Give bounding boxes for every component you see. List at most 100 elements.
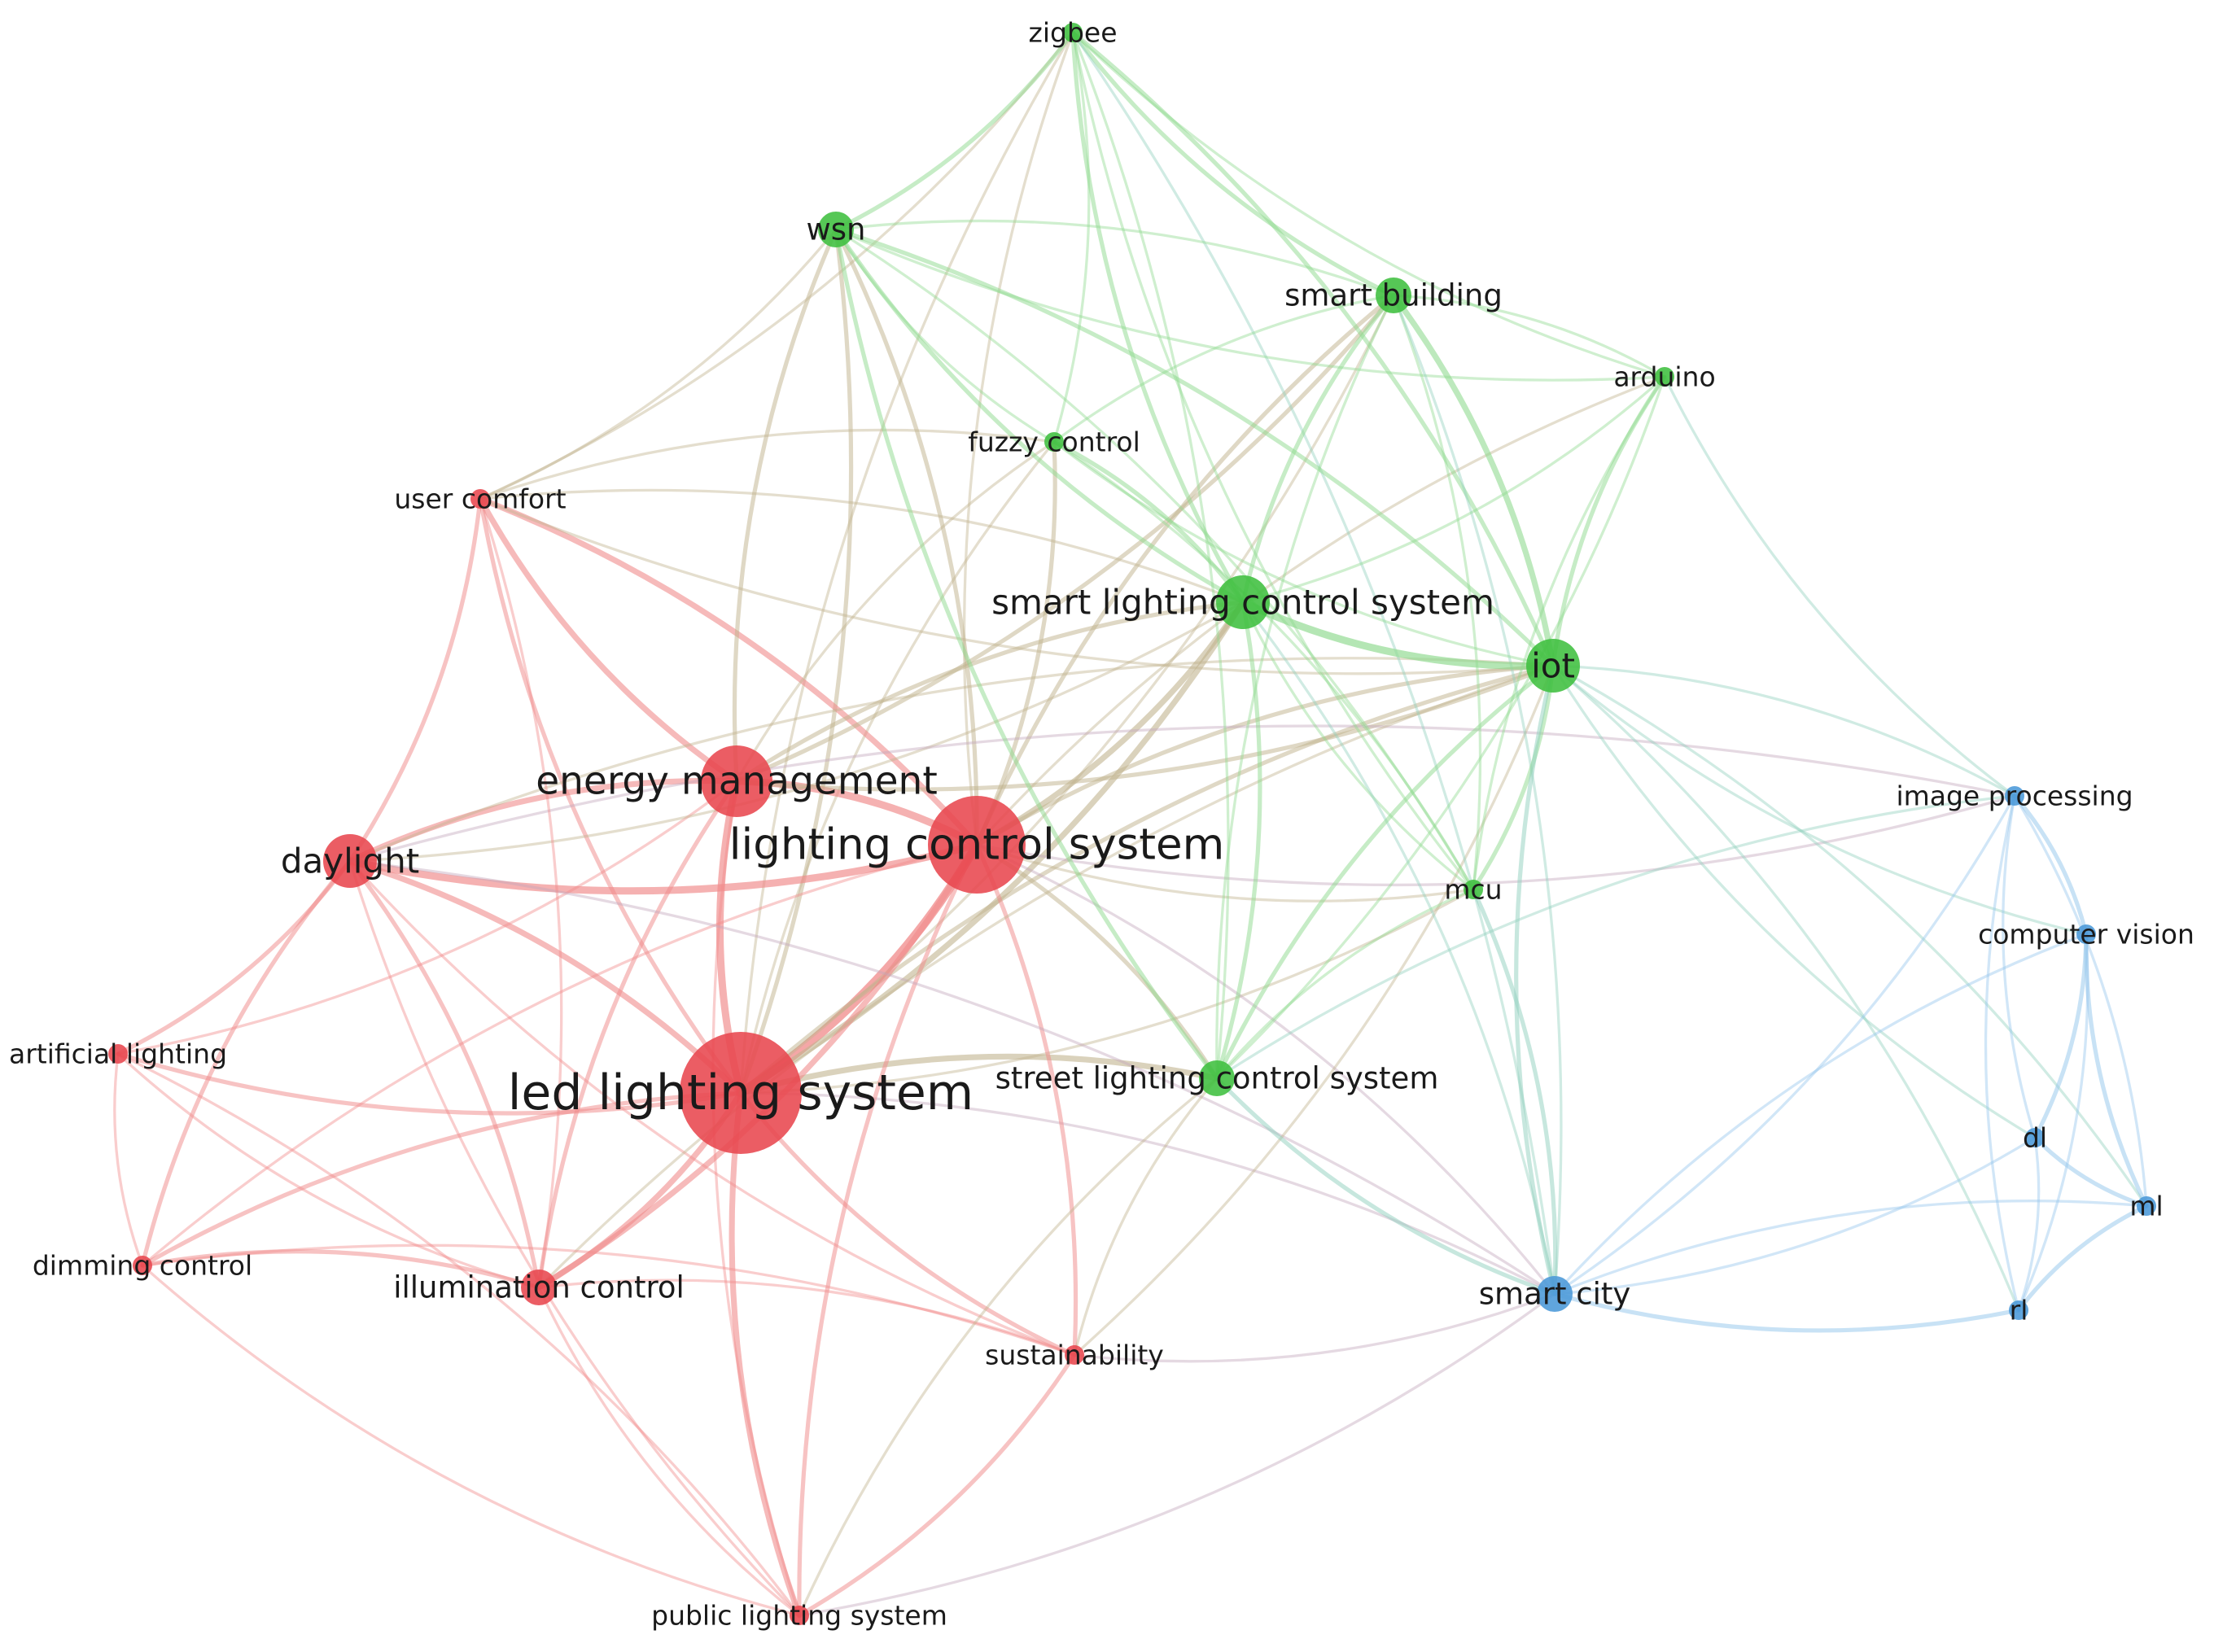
node-label-image-processing: image processing [1896, 780, 2133, 812]
edge-led_lighting_system-smart_building [739, 294, 1395, 1095]
node-rl[interactable] [2009, 1300, 2028, 1320]
node-iot[interactable] [1526, 639, 1580, 693]
node-artificial-lighting[interactable] [108, 1044, 128, 1064]
edge-wsn-smart_building [834, 219, 1395, 297]
edge-lighting_control_system-mcu [975, 843, 1475, 902]
node-street-lighting-control-system[interactable] [1199, 1060, 1235, 1096]
edge-user_comfort-zigbee [479, 31, 1074, 500]
node-zigbee[interactable] [1063, 23, 1083, 42]
nodes-layer [108, 23, 2156, 1625]
node-smart-building[interactable] [1376, 278, 1411, 313]
edge-smart_city-ml [1553, 1200, 2148, 1296]
edge-user_comfort-wsn [479, 228, 838, 500]
edge-daylight-dimming_control [140, 859, 352, 1268]
node-image-processing[interactable] [2005, 786, 2024, 806]
node-sustainability[interactable] [1065, 1345, 1084, 1365]
node-energy-management[interactable] [701, 745, 772, 817]
edge-smart_lighting_control_system-smart_city [1241, 601, 1556, 1296]
edge-led_lighting_system-artificial_lighting [116, 1051, 743, 1116]
edge-arduino-mcu [1472, 375, 1666, 891]
edge-daylight-smart_lighting_control_system [348, 601, 1245, 863]
edge-arduino-street_lighting_control_system [1215, 375, 1666, 1080]
edge-lighting_control_system-arduino [975, 375, 1666, 846]
edge-zigbee-fuzzy_control [1052, 31, 1091, 444]
node-lighting-control-system[interactable] [928, 796, 1026, 894]
edge-zigbee-iot [1070, 30, 1555, 668]
node-fuzzy-control[interactable] [1044, 432, 1064, 452]
node-public-lighting-system[interactable] [790, 1606, 809, 1625]
node-daylight[interactable] [323, 834, 377, 888]
node-label-smart-lighting-control-system: smart lighting control system [991, 583, 1494, 623]
node-label-rl: rl [2010, 1295, 2028, 1326]
edge-dl-rl [2017, 1136, 2041, 1312]
edge-public_lighting_system-smart_city [798, 1292, 1556, 1617]
node-label-illumination-control: illumination control [393, 1270, 685, 1305]
edge-led_lighting_system-public_lighting_system [729, 1090, 803, 1619]
edge-led_lighting_system-dimming_control [140, 1090, 743, 1268]
edge-iot-ml [1551, 664, 2148, 1208]
edge-iot-smart_city [1514, 663, 1557, 1296]
edge-wsn-street_lighting_control_system [834, 227, 1219, 1081]
edge-illumination_control-artificial_lighting [116, 1052, 540, 1289]
edge-fuzzy_control-smart_lighting_control_system [1052, 439, 1245, 605]
edge-daylight-smart_city [348, 859, 1556, 1296]
edge-zigbee-arduino [1071, 31, 1666, 378]
edge-led_lighting_system-mcu [739, 888, 1475, 1095]
edge-mcu-street_lighting_control_system [1215, 888, 1475, 1080]
node-label-sustainability: sustainability [985, 1340, 1164, 1371]
node-smart-city[interactable] [1537, 1276, 1573, 1312]
edge-illumination_control-iot [537, 664, 1555, 1289]
edge-lighting_control_system-street_lighting_control_system [974, 842, 1219, 1081]
node-led-lighting-system[interactable] [680, 1032, 802, 1154]
edge-energy_management-artificial_lighting [116, 780, 738, 1055]
edge-public_lighting_system-street_lighting_control_system [798, 1077, 1219, 1617]
node-label-zigbee: zigbee [1029, 17, 1118, 49]
edge-led_lighting_system-sustainability [738, 1090, 1077, 1357]
edge-street_lighting_control_system-image_processing [1215, 794, 2016, 1080]
edge-energy_management-illumination_control [536, 779, 739, 1290]
edge-iot-image_processing [1551, 664, 2016, 798]
edge-energy_management-smart_lighting_control_system [734, 600, 1245, 784]
node-wsn[interactable] [818, 212, 854, 247]
node-label-arduino: arduino [1613, 361, 1715, 393]
node-smart-lighting-control-system[interactable] [1216, 575, 1270, 629]
edge-iot-computer_vision [1551, 664, 2088, 936]
edge-lighting_control_system-dimming_control [141, 843, 978, 1267]
node-illumination-control[interactable] [521, 1270, 557, 1305]
edge-daylight-sustainability [348, 859, 1076, 1357]
edge-lighting_control_system-zigbee [962, 31, 1074, 846]
edge-energy_management-smart_building [734, 293, 1396, 784]
node-computer-vision[interactable] [2076, 924, 2096, 944]
node-mcu[interactable] [1464, 880, 1483, 899]
edge-smart_building-street_lighting_control_system [1215, 294, 1395, 1080]
edge-lighting_control_system-sustainability [974, 842, 1079, 1357]
edge-arduino-image_processing [1663, 375, 2016, 798]
edge-mcu-smart_city [1471, 887, 1558, 1296]
edge-computer_vision-rl [2017, 933, 2089, 1312]
node-label-user-comfort: user comfort [394, 483, 566, 515]
edge-zigbee-street_lighting_control_system [1071, 31, 1230, 1080]
edge-led_lighting_system-street_lighting_control_system [737, 1053, 1220, 1096]
edge-fuzzy_control-iot [1052, 440, 1555, 667]
edge-zigbee-smart_lighting_control_system [1070, 30, 1245, 605]
node-dl[interactable] [2025, 1128, 2045, 1147]
edge-energy_management-daylight [347, 777, 740, 864]
node-dimming-control[interactable] [133, 1256, 152, 1275]
edge-user_comfort-iot [479, 497, 1555, 675]
edge-artificial_lighting-public_lighting_system [116, 1052, 801, 1617]
edge-led_lighting_system-daylight [347, 858, 744, 1096]
edge-lighting_control_system-wsn [834, 227, 979, 847]
edge-daylight-image_processing [348, 724, 2016, 863]
edge-daylight-public_lighting_system [348, 859, 801, 1617]
edge-arduino-iot [1551, 374, 1667, 668]
edge-smart_city-image_processing [1553, 794, 2016, 1296]
node-ml[interactable] [2137, 1196, 2156, 1216]
node-arduino[interactable] [1655, 367, 1674, 387]
node-user-comfort[interactable] [470, 489, 490, 509]
node-label-energy-management: energy management [536, 759, 938, 804]
node-label-lighting-control-system: lighting control system [729, 820, 1224, 870]
node-label-dimming-control: dimming control [33, 1250, 252, 1282]
edge-energy_management-wsn [732, 227, 838, 784]
edge-iot-mcu [1471, 663, 1555, 892]
